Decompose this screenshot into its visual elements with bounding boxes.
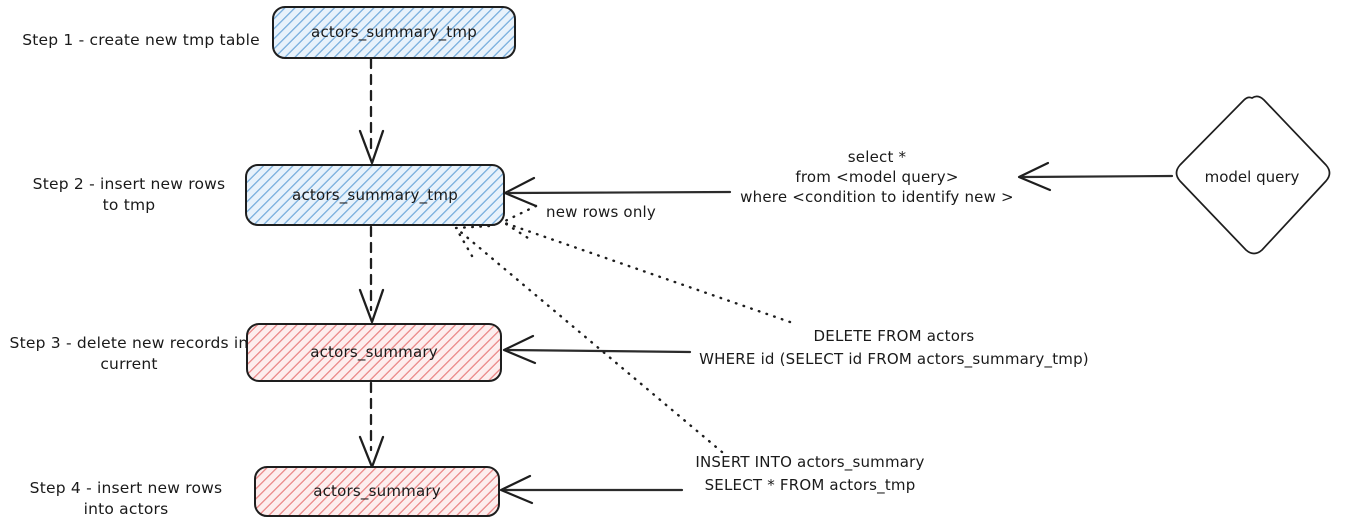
node-step-2-actors-summary-tmp[interactable]: actors_summary_tmp — [245, 164, 505, 226]
model-query-diamond[interactable] — [1175, 95, 1331, 255]
flow-arrow-step3-step4 — [358, 381, 385, 469]
step-3-caption: Step 3 - delete new records in current — [9, 334, 249, 373]
annotation-delete-sql-line2: WHERE id (SELECT id FROM actors_summary_… — [699, 350, 1089, 368]
dotted-link-step2-insert — [454, 224, 724, 454]
step-4-caption: Step 4 - insert new rows into actors — [29, 479, 223, 518]
annotation-model-query-sql-line1: select * — [847, 148, 907, 166]
node-label: actors_summary_tmp — [311, 23, 477, 42]
arrow-model-query-to-sql — [1017, 161, 1174, 192]
annotation-insert-sql-line2: SELECT * FROM actors_tmp — [704, 476, 916, 494]
dotted-link-step2-delete — [500, 204, 792, 324]
flow-arrow-step1-step2 — [358, 57, 385, 165]
annotation-new-rows-only: new rows only — [546, 203, 656, 221]
node-label: actors_summary — [313, 482, 441, 501]
annotation-insert-sql-line1: INSERT INTO actors_summary — [695, 453, 925, 471]
node-label: actors_summary_tmp — [292, 185, 458, 204]
annotation-model-query-sql-line2: from <model query> — [795, 168, 959, 186]
arrow-sql-to-step2 — [503, 176, 732, 208]
step-2-caption: Step 2 - insert new rows to tmp — [32, 175, 226, 214]
flow-arrow-step2-step3 — [358, 225, 385, 324]
annotation-model-query-sql-line3: where <condition to identify new > — [740, 188, 1014, 206]
node-label: actors_summary — [310, 343, 438, 362]
model-query-label: model query — [1204, 168, 1300, 186]
arrow-delete-sql-to-step3 — [502, 334, 692, 365]
arrow-insert-sql-to-step4 — [499, 474, 684, 505]
annotation-delete-sql-line1: DELETE FROM actors — [813, 327, 975, 345]
node-step-1-actors-summary-tmp[interactable]: actors_summary_tmp — [272, 6, 516, 59]
node-step-3-actors-summary[interactable]: actors_summary — [246, 323, 502, 382]
node-step-4-actors-summary[interactable]: actors_summary — [254, 466, 500, 517]
step-1-caption: Step 1 - create new tmp table — [22, 31, 260, 49]
